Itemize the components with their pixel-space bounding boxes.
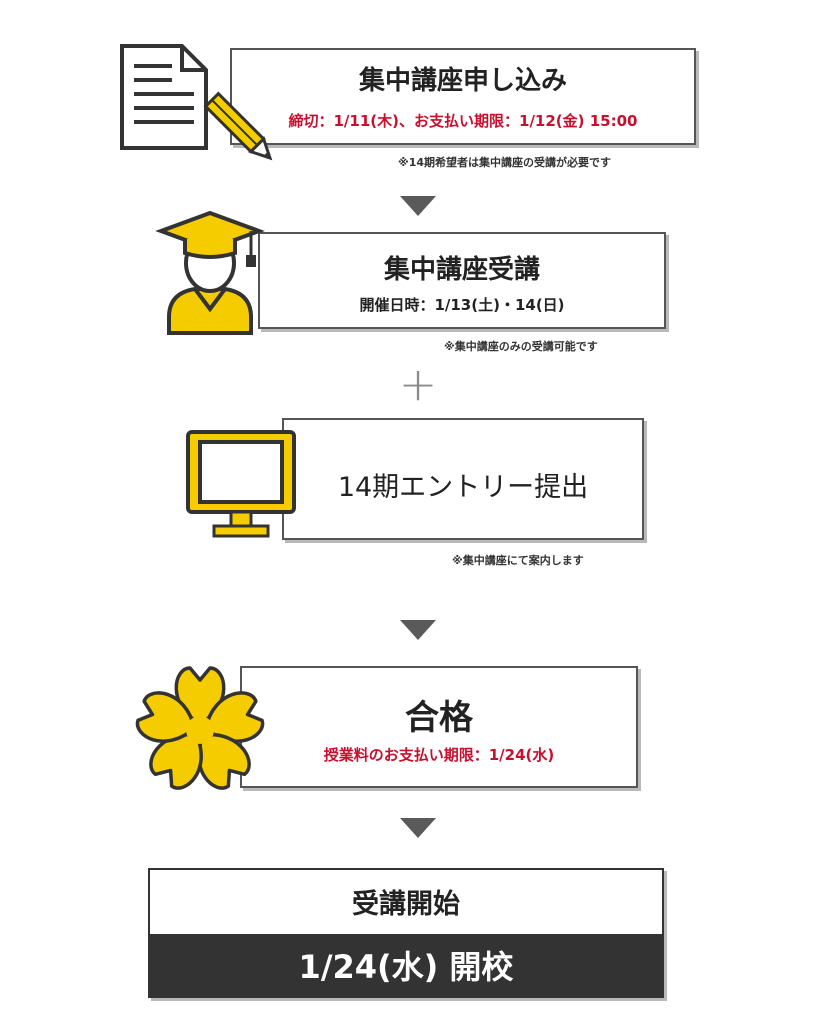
plus-symbol: + bbox=[398, 357, 438, 411]
step3-note: ※集中講座にて案内します bbox=[452, 554, 584, 567]
document-pencil-icon bbox=[110, 40, 280, 170]
arrow-down-2 bbox=[400, 620, 436, 640]
step5-title: 受講開始 bbox=[352, 889, 460, 920]
graduate-icon bbox=[155, 205, 265, 340]
step5-date-bar bbox=[150, 934, 662, 996]
monitor-icon bbox=[184, 428, 300, 540]
step4-box bbox=[240, 666, 638, 788]
step3-box bbox=[282, 418, 644, 540]
step5-date: 1/24(水) 開校 bbox=[298, 948, 514, 986]
step4-title: 合格 bbox=[405, 698, 473, 738]
step1-note: ※14期希望者は集中講座の受講が必要です bbox=[398, 156, 612, 169]
step2-box bbox=[258, 232, 666, 329]
step3-title: 14期エントリー提出 bbox=[337, 472, 589, 503]
step4-deadline: 授業料のお支払い期限：1/24(水) bbox=[323, 746, 555, 764]
step2-title: 集中講座受講 bbox=[383, 255, 540, 285]
cherry-blossom-icon bbox=[130, 660, 270, 800]
step1-box bbox=[230, 48, 696, 145]
arrow-down-3 bbox=[400, 818, 436, 838]
step1-title: 集中講座申し込み bbox=[358, 66, 567, 96]
arrow-down-1 bbox=[400, 196, 436, 216]
step2-note: ※集中講座のみの受講可能です bbox=[444, 340, 598, 353]
step2-date: 開催日時：1/13(土)・14(日) bbox=[359, 296, 565, 314]
step1-deadline: 締切：1/11(木)、お支払い期限：1/12(金) 15:00 bbox=[288, 112, 638, 130]
